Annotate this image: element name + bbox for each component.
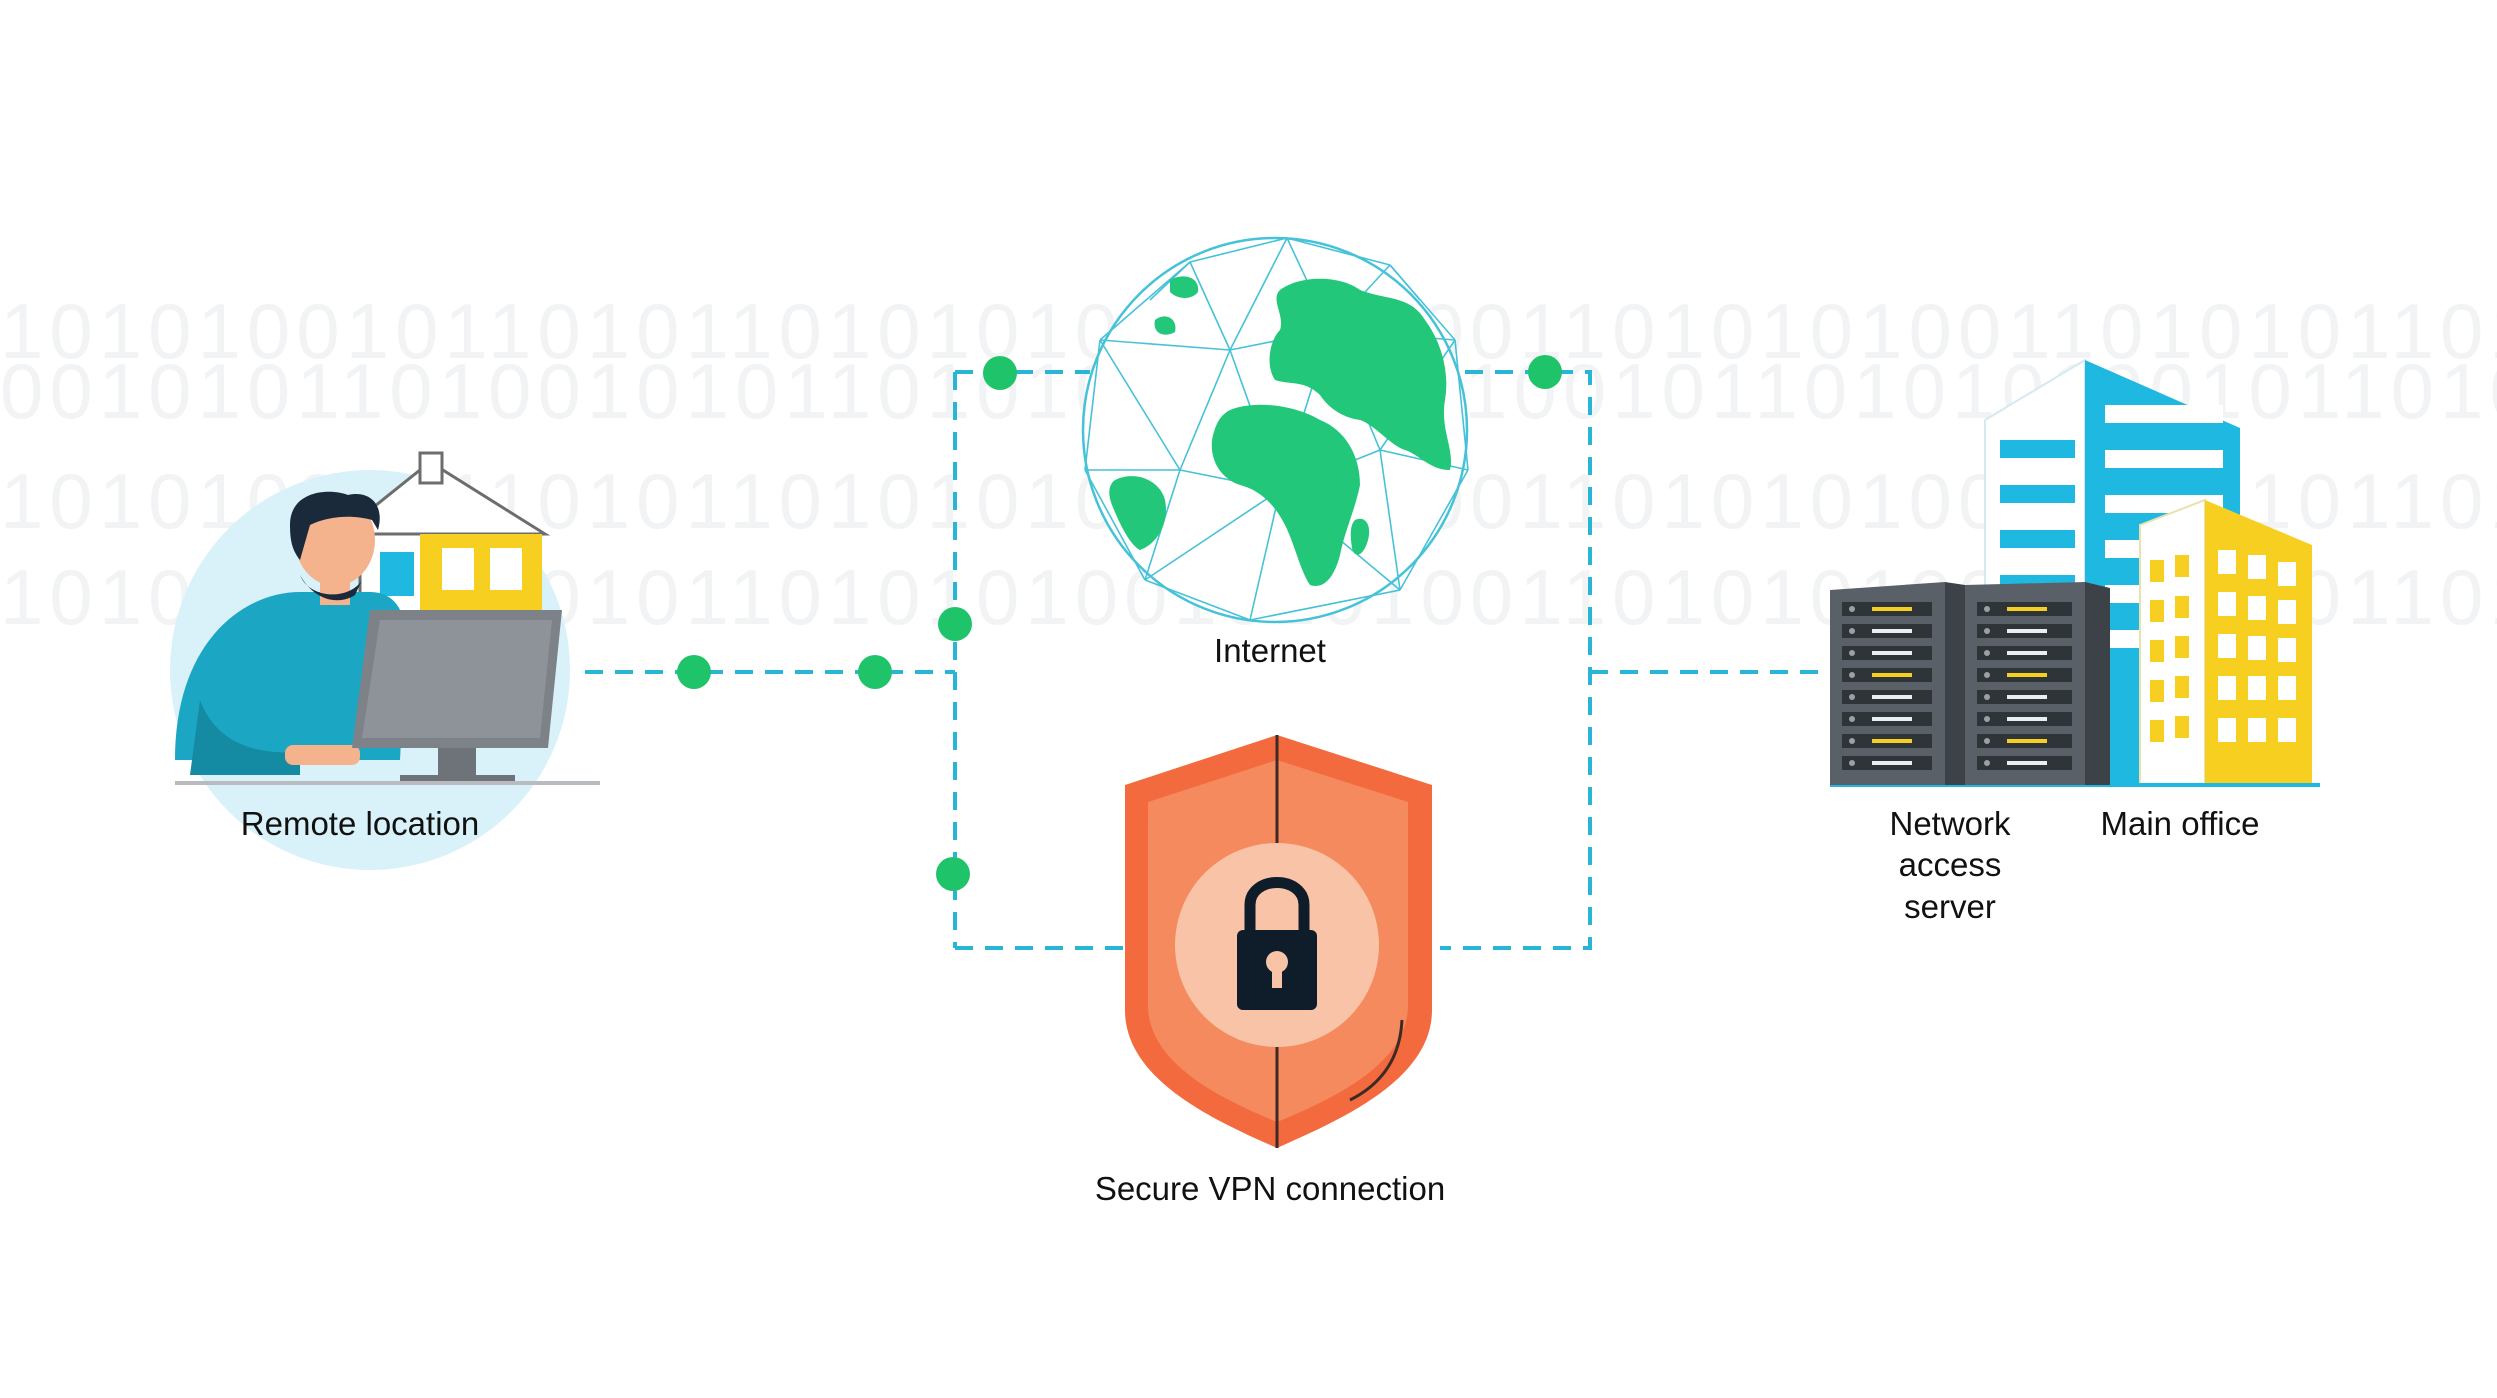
network-access-server-label: Network access server bbox=[1889, 805, 2011, 925]
server-led bbox=[1872, 673, 1912, 677]
office-windows bbox=[2218, 550, 2296, 742]
server-led bbox=[2007, 717, 2047, 721]
remote-location-illustration bbox=[170, 451, 600, 870]
server-led bbox=[2007, 739, 2047, 743]
vpn-connection-label: Secure VPN connection bbox=[1094, 1170, 1446, 1207]
server-led bbox=[1872, 651, 1912, 655]
server-led bbox=[2007, 695, 2047, 699]
server-indicator bbox=[1984, 606, 1990, 612]
server-indicator bbox=[1849, 716, 1855, 722]
server-indicator bbox=[1984, 716, 1990, 722]
server-indicator bbox=[1849, 672, 1855, 678]
server-indicator bbox=[1984, 672, 1990, 678]
server-led bbox=[1872, 629, 1912, 633]
server-indicator bbox=[1984, 694, 1990, 700]
remote-location-label: Remote location bbox=[240, 805, 480, 842]
server-indicator bbox=[1849, 760, 1855, 766]
server-indicator bbox=[1984, 738, 1990, 744]
continents bbox=[1109, 276, 1452, 586]
server-indicator bbox=[1849, 628, 1855, 634]
server-led bbox=[1872, 761, 1912, 765]
node-dots bbox=[677, 355, 1562, 891]
server-indicator bbox=[1849, 738, 1855, 744]
globe-icon bbox=[1081, 236, 1469, 624]
server-indicator bbox=[1984, 760, 1990, 766]
server-led bbox=[2007, 651, 2047, 655]
person-icon bbox=[175, 491, 407, 775]
server-led bbox=[2007, 607, 2047, 611]
server-led bbox=[2007, 761, 2047, 765]
node-dot bbox=[858, 655, 892, 689]
connection-lines bbox=[585, 370, 1830, 950]
server-led bbox=[1872, 739, 1912, 743]
server-led bbox=[1872, 607, 1912, 611]
node-dot bbox=[983, 356, 1017, 390]
server-led bbox=[1872, 717, 1912, 721]
server-indicator bbox=[1849, 694, 1855, 700]
internet-to-right-line bbox=[1440, 370, 1592, 950]
main-office-label: Main office bbox=[2100, 805, 2260, 842]
server-rack-icon bbox=[1830, 582, 2110, 785]
computer-monitor-icon bbox=[175, 610, 600, 785]
lock-icon bbox=[1237, 877, 1317, 1010]
server-led bbox=[2007, 629, 2047, 633]
server-indicator bbox=[1849, 650, 1855, 656]
node-dot bbox=[1528, 355, 1562, 389]
server-indicator bbox=[1984, 650, 1990, 656]
server-led bbox=[2007, 673, 2047, 677]
server-indicator bbox=[1849, 606, 1855, 612]
server-led bbox=[1872, 695, 1912, 699]
node-dot bbox=[677, 655, 711, 689]
node-dot bbox=[936, 857, 970, 891]
server-indicator bbox=[1984, 628, 1990, 634]
internet-label: Internet bbox=[1214, 632, 1326, 669]
node-dot bbox=[938, 607, 972, 641]
